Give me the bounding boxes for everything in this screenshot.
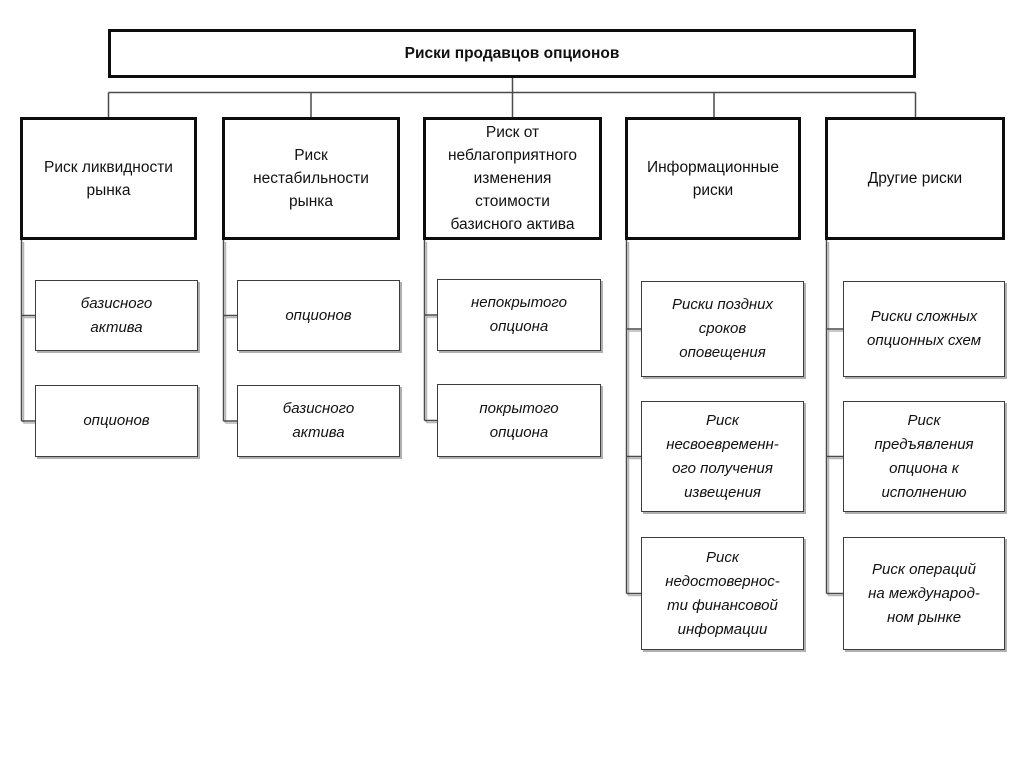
connector-col5-tree [825, 240, 843, 595]
leaf-box-col4-untimely-notice: Риск несвоевременн- ого получения извеще… [641, 401, 804, 512]
connector-col1-tree [20, 240, 35, 422]
category-box-instability-risk: Риск нестабильности рынка [222, 117, 400, 240]
category-box-underlying-value-risk: Риск от неблагоприятного изменения стоим… [423, 117, 602, 240]
category-box-other-risks: Другие риски [825, 117, 1005, 240]
leaf-box-col2-options: опционов [237, 280, 400, 351]
connector-col4-tree [625, 240, 641, 595]
connector-col2-tree [222, 240, 237, 422]
category-box-liquidity-risk: Риск ликвидности рынка [20, 117, 197, 240]
leaf-box-col4-unreliable-financial-info: Риск недостовернос- ти финансовой информ… [641, 537, 804, 650]
leaf-box-col5-complex-option-schemes: Риски сложных опционных схем [843, 281, 1005, 377]
connector-top-tree [107, 78, 917, 117]
leaf-box-col1-underlying-asset: базисного актива [35, 280, 198, 351]
category-box-information-risks: Информационные риски [625, 117, 801, 240]
root-box-option-sellers-risks: Риски продавцов опционов [108, 29, 916, 78]
leaf-box-col5-option-exercise: Риск предъявления опциона к исполнению [843, 401, 1005, 512]
leaf-box-col3-covered-option: покрытого опциона [437, 384, 601, 457]
leaf-box-col3-uncovered-option: непокрытого опциона [437, 279, 601, 351]
connector-col3-tree [423, 240, 437, 422]
leaf-box-col5-international-market-ops: Риск операций на международ- ном рынке [843, 537, 1005, 650]
leaf-box-col2-underlying-asset: базисного актива [237, 385, 400, 457]
leaf-box-col1-options: опционов [35, 385, 198, 457]
leaf-box-col4-late-notification: Риски поздних сроков оповещения [641, 281, 804, 377]
